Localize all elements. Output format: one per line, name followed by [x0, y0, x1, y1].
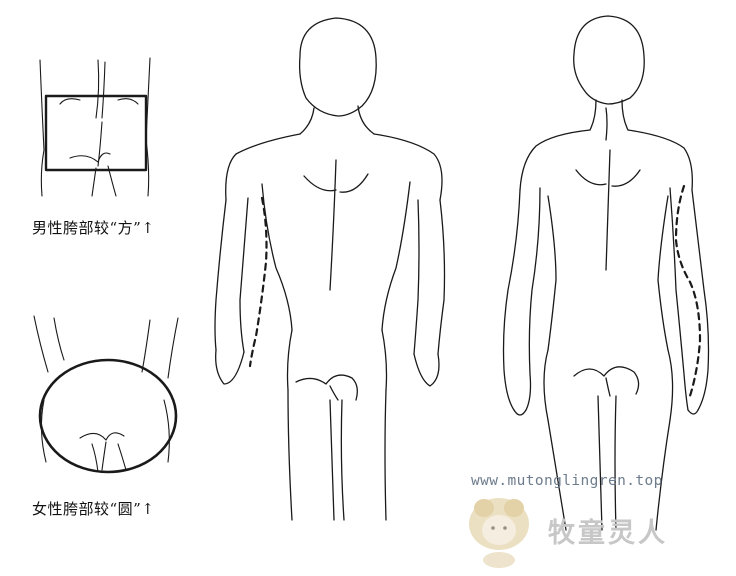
female-hip-closeup	[33, 315, 179, 474]
male-hip-caption: 男性胯部较“方”↑	[32, 219, 155, 237]
male-hip-closeup	[39, 57, 151, 197]
watermark-url: www.mutonglingren.top	[471, 473, 663, 489]
female-hip-caption: 女性胯部较“圆”↑	[32, 500, 155, 518]
female-side-dashed-line	[674, 184, 702, 398]
mascot-logo	[469, 498, 529, 568]
round-hip-outline	[38, 358, 178, 474]
male-side-dashed-line	[248, 196, 268, 368]
male-back-figure	[214, 17, 446, 521]
square-hip-outline	[44, 94, 148, 172]
watermark-brand: 牧童灵人	[548, 518, 668, 549]
female-back-figure	[502, 15, 710, 531]
